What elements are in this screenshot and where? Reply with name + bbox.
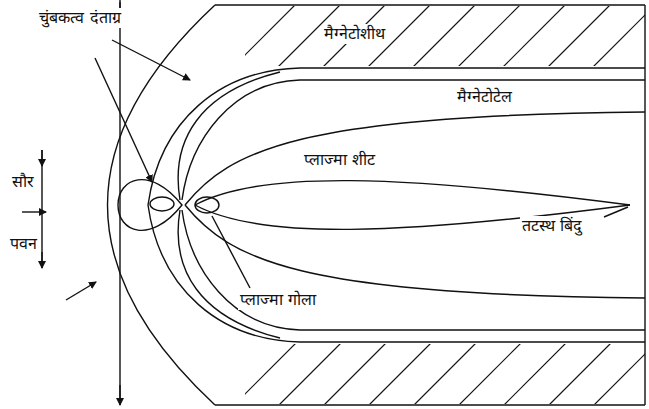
dipole-loop: [118, 180, 182, 231]
outer-boundary: [644, 5, 645, 405]
region-label: मैग्नेटोशीथ: [322, 24, 387, 44]
wind-line: [41, 150, 42, 268]
magnetopause: [148, 68, 645, 342]
region-label: मैग्नेटोटेल: [455, 87, 514, 107]
wind-front-line: [119, 0, 120, 405]
leader-line: [212, 216, 250, 288]
cusp-label: चुंबकत्व दंताग्र: [36, 8, 124, 28]
earth-loop: [150, 197, 174, 211]
leader-line: [95, 58, 152, 182]
region-label: प्लाज्मा शीट: [302, 150, 377, 170]
wind-arrow: [22, 211, 46, 212]
wind-arrow: [41, 150, 42, 166]
plasma-sheet-line: [195, 181, 630, 205]
point-label: तटस्थ बिंदु: [520, 216, 584, 236]
leader-line: [112, 40, 190, 80]
outer-boundary: [215, 404, 645, 405]
wind-label: सौर: [10, 172, 36, 192]
magnetopause-inner: [182, 210, 645, 330]
magnetotail-line: [185, 112, 645, 205]
sheath-hatching: [230, 0, 649, 409]
magnetopause-inner: [182, 80, 645, 200]
bow-shock: [108, 5, 216, 405]
field-line: [178, 72, 280, 200]
plasmasphere-loop: [195, 197, 219, 213]
outer-boundary: [215, 4, 645, 5]
field-line: [178, 210, 280, 338]
shock-arrow: [66, 282, 96, 300]
wind-arrow: [41, 252, 42, 268]
region-label: प्लाज्मा गोला: [238, 290, 318, 310]
magnetotail-line: [185, 205, 645, 298]
leader-line: [604, 207, 628, 217]
wind-arrow: [119, 385, 120, 405]
wind-label: पवन: [8, 234, 39, 254]
